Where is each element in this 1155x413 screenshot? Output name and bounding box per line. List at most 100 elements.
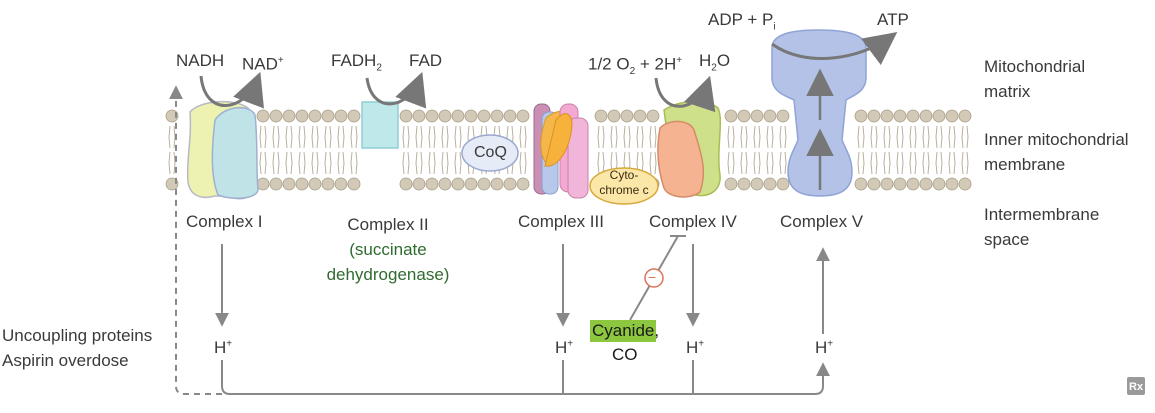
lipid-head	[867, 177, 881, 191]
lipid-head	[308, 177, 322, 191]
lipid-head	[737, 109, 751, 123]
carbon-monoxide-label: CO	[612, 345, 638, 364]
proton-label-3: H+	[555, 338, 574, 357]
cytochrome-c-shape	[589, 167, 659, 205]
lipid-head	[607, 109, 621, 123]
lipid-head	[308, 109, 322, 123]
cyanide-highlight	[590, 320, 656, 342]
lipid-tail	[441, 151, 449, 175]
coq-shape	[461, 134, 519, 172]
lipid-head	[334, 109, 348, 123]
fadh2-oxidation-arrow	[365, 71, 427, 109]
cytochrome-c-label: Cyto-chrome c	[599, 168, 649, 197]
lipid-head	[945, 109, 959, 123]
lipid-head	[880, 177, 894, 191]
lipid-head	[412, 177, 426, 191]
lipid-tail	[428, 151, 436, 175]
lipid-head	[269, 177, 283, 191]
lipid-head	[750, 177, 764, 191]
lipid-tail	[922, 125, 930, 149]
lipid-tail	[896, 125, 904, 149]
lipid-tail	[922, 151, 930, 175]
lipid-tail	[961, 125, 969, 149]
lipid-head	[620, 109, 634, 123]
lipid-tail	[883, 151, 891, 175]
lipid-tail	[597, 125, 605, 149]
lipid-tail	[896, 151, 904, 175]
lipid-head	[932, 177, 946, 191]
complex-1-label: Complex I	[186, 212, 263, 231]
proton-return-path	[221, 360, 830, 395]
lipid-head	[412, 109, 426, 123]
lipid-tail	[311, 125, 319, 149]
lipid-tail	[636, 125, 644, 149]
lipid-head	[724, 177, 738, 191]
lipid-tail	[168, 125, 176, 149]
lipid-head	[438, 177, 452, 191]
lipid-head	[256, 177, 270, 191]
lipid-tail	[870, 125, 878, 149]
lipid-tail	[597, 151, 605, 175]
lipid-tail	[961, 151, 969, 175]
lipid-head	[503, 109, 517, 123]
adp-pi-label: ADP + Pi	[708, 10, 776, 33]
lipid-head	[490, 177, 504, 191]
lipid-tail	[948, 125, 956, 149]
lipid-tail	[428, 125, 436, 149]
proton-label-4: H+	[686, 338, 705, 357]
lipid-tail	[519, 151, 527, 175]
lipid-head	[776, 109, 790, 123]
fadh2-label: FADH2	[331, 51, 382, 74]
water-label: H2O	[699, 51, 731, 74]
lipid-head	[269, 109, 283, 123]
lipid-head	[425, 109, 439, 123]
lipid-tail	[337, 151, 345, 175]
lipid-tail	[272, 125, 280, 149]
inhibition-minus-label: −	[648, 269, 657, 285]
lipid-tail	[766, 151, 774, 175]
lipid-tail	[415, 125, 423, 149]
lipid-tail	[324, 151, 332, 175]
atp-label: ATP	[877, 10, 909, 29]
lipid-tail	[168, 151, 176, 175]
lipid-tail	[649, 125, 657, 149]
lipid-head	[763, 177, 777, 191]
lipid-head	[945, 177, 959, 191]
lipid-tail	[350, 125, 358, 149]
lipid-head	[321, 177, 335, 191]
lipid-head	[503, 177, 517, 191]
lipid-head	[594, 109, 608, 123]
rx-logo	[1127, 377, 1145, 395]
lipid-head	[451, 109, 465, 123]
complex-3-shape	[533, 103, 589, 199]
lipid-tail	[935, 125, 943, 149]
lipid-head	[633, 109, 647, 123]
lipid-head	[919, 109, 933, 123]
complex-4-label: Complex IV	[649, 212, 737, 231]
lipid-head	[776, 177, 790, 191]
lipid-tail	[259, 125, 267, 149]
lipid-tail	[298, 125, 306, 149]
complex-1-shape	[186, 100, 259, 200]
lipid-tail	[454, 151, 462, 175]
lipid-head	[464, 109, 478, 123]
complex-2-shape	[361, 101, 399, 149]
lipid-head	[295, 109, 309, 123]
lipid-tail	[285, 151, 293, 175]
lipid-head	[464, 177, 478, 191]
fad-label: FAD	[409, 51, 443, 70]
lipid-tail	[272, 151, 280, 175]
lipid-tail	[909, 125, 917, 149]
lipid-head	[490, 109, 504, 123]
lipid-tail	[519, 125, 527, 149]
lipid-head	[906, 109, 920, 123]
lipid-tail	[883, 125, 891, 149]
proton-label-5: H+	[815, 338, 834, 357]
lipid-tail	[779, 125, 787, 149]
lipid-head	[737, 177, 751, 191]
